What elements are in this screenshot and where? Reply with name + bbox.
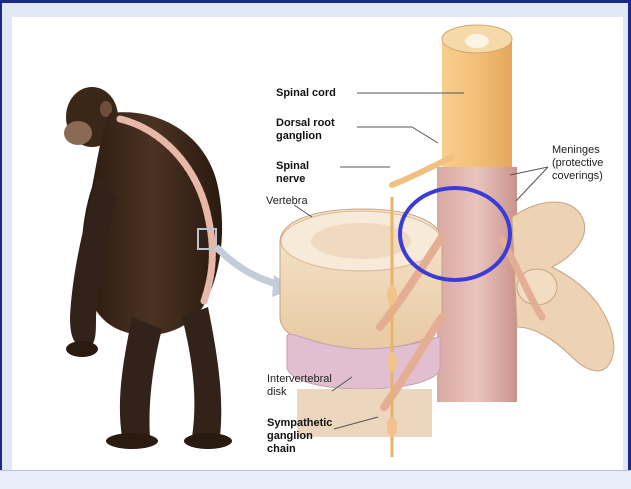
label-dorsal-root-line1: Dorsal root <box>276 117 335 129</box>
label-sympathetic-line2: ganglion <box>267 430 313 442</box>
label-vertebra: Vertebra <box>266 195 308 207</box>
chimpanzee-figure <box>64 87 232 449</box>
label-meninges-line1: Meninges <box>552 144 600 156</box>
label-meninges-line2: (protective <box>552 157 603 169</box>
label-meninges-line3: coverings) <box>552 170 603 182</box>
label-sympathetic-line3: chain <box>267 443 296 455</box>
label-spinal-nerve-line1: Spinal <box>276 160 309 172</box>
bottom-band <box>0 470 631 489</box>
label-spinal-cord: Spinal cord <box>276 87 336 99</box>
label-spinal-nerve-line2: nerve <box>276 173 305 185</box>
label-dorsal-root-line2: ganglion <box>276 130 322 142</box>
zoom-arrow <box>216 247 280 285</box>
label-intervertebral-line1: Intervertebral <box>267 373 332 385</box>
label-intervertebral-line2: disk <box>267 386 287 398</box>
spine-illustration <box>12 17 623 470</box>
label-sympathetic-line1: Sympathetic <box>267 417 332 429</box>
diagram-panel: Spinal cord Dorsal root ganglion Spinal … <box>12 17 623 470</box>
